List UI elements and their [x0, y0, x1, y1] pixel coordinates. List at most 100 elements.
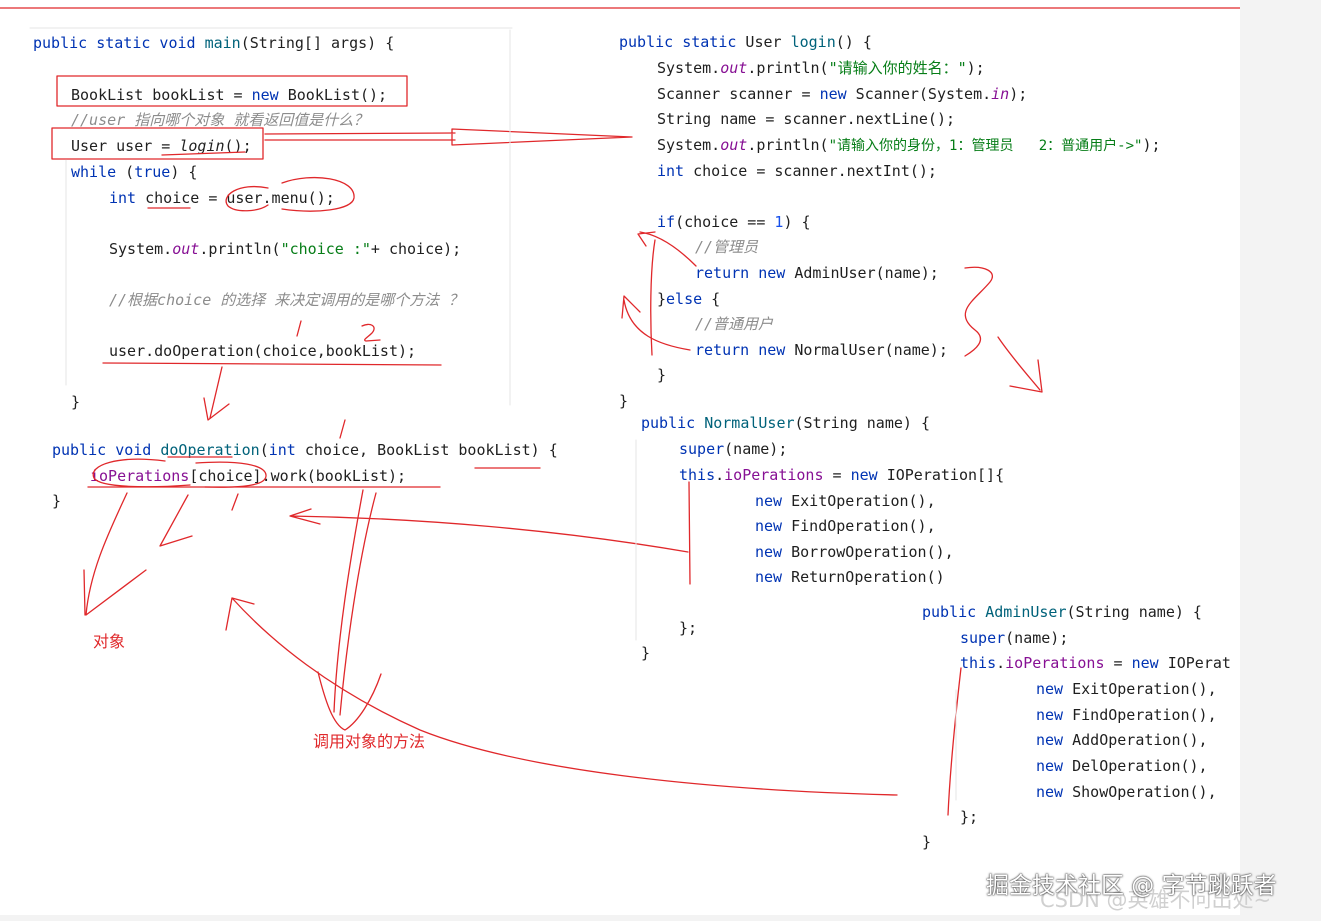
field: out — [172, 240, 200, 258]
code: (name); — [1005, 629, 1069, 647]
code: User — [736, 33, 791, 51]
kw: return new — [695, 341, 786, 359]
code: (choice == — [675, 213, 775, 231]
kw: new — [755, 568, 783, 586]
if-bracket — [650, 239, 656, 356]
number: 1 — [774, 213, 784, 231]
code: choice = user.menu(); — [136, 189, 335, 207]
kw: public — [641, 414, 696, 432]
code: choice, BookList bookList) { — [295, 441, 558, 459]
string: "choice :" — [280, 240, 371, 258]
object-arrow-stem — [83, 569, 86, 616]
normaluser-this-line: this.ioPerations = new IOPeration[]{ — [679, 465, 1004, 485]
code: = — [1104, 654, 1132, 672]
code: } — [657, 290, 667, 308]
adminuser-this-line: this.ioPerations = new IOPerat — [960, 653, 1240, 673]
object-label: 对象 — [93, 632, 126, 651]
adminuser-super: super(name); — [960, 628, 1068, 648]
code: (String name) { — [794, 414, 930, 432]
code: IOPeration[]{ — [877, 466, 1005, 484]
code: (String[] args) { — [240, 34, 395, 52]
code: BorrowOperation(), — [782, 543, 954, 561]
normal-array-bracket — [688, 481, 691, 585]
adminuser-array-close: }; — [960, 808, 979, 826]
normaluser-close-brace: } — [641, 644, 651, 662]
code: (); — [224, 137, 252, 155]
normaluser-item: new ExitOperation(), — [755, 491, 936, 511]
normal-array-arrow — [289, 508, 689, 553]
code: ); — [1009, 85, 1028, 103]
kw: new — [1036, 680, 1064, 698]
code: .println( — [199, 240, 281, 258]
kw: new — [1036, 757, 1064, 775]
code: { — [702, 290, 721, 308]
kw: if — [657, 213, 676, 231]
code: ) { — [170, 163, 198, 181]
user-comment: //user 指向哪个对象 就看返回值是什么？ — [71, 111, 369, 129]
kw: public static void — [33, 34, 196, 52]
string: "请输入你的姓名：" — [828, 59, 967, 77]
dooperation-call: user.doOperation(choice,bookList); — [109, 342, 417, 360]
login-call: login — [179, 137, 225, 155]
method-arrow-head — [317, 671, 382, 731]
code: NormalUser(name); — [785, 341, 948, 359]
code: System. — [657, 59, 721, 77]
kw: new — [1036, 731, 1064, 749]
dooperation-underline — [102, 362, 442, 366]
code: ReturnOperation() — [782, 568, 945, 586]
code: + choice); — [370, 240, 462, 258]
csdn-watermark: CSDN @英雄不问出处~ — [1040, 888, 1272, 912]
name-line: String name = scanner.nextLine(); — [657, 110, 956, 128]
field: ioPerations — [90, 467, 190, 485]
normaluser-item: new FindOperation(), — [755, 516, 936, 536]
code: DelOperation(), — [1063, 757, 1208, 775]
kw: new — [1036, 783, 1064, 801]
juejin-watermark: 掘金技术社区 @ 字节跳跃者 — [986, 873, 1277, 899]
adminuser-item: new AddOperation(), — [1036, 730, 1208, 750]
print-name-line: System.out.println("请输入你的姓名："); — [657, 58, 985, 78]
booklist-line: BookList bookList = new BookList(); — [71, 85, 387, 105]
while-close-brace: } — [71, 393, 81, 411]
kw: super — [960, 629, 1006, 647]
method-arrow-1 — [339, 492, 377, 716]
code: IOPerat — [1158, 654, 1231, 672]
normaluser-item: new ReturnOperation() — [755, 567, 945, 587]
call-method-label: 调用对象的方法 — [313, 732, 426, 751]
constructor-name: AdminUser — [985, 603, 1067, 621]
code: FindOperation(), — [1063, 706, 1217, 724]
kw: new — [755, 492, 783, 510]
kw: new — [850, 466, 878, 484]
kw: new — [1036, 706, 1064, 724]
code: .println( — [747, 136, 829, 154]
while-line: while (true) { — [71, 162, 197, 182]
code: . — [715, 466, 725, 484]
print-line: System.out.println("choice :"+ choice); — [109, 239, 461, 259]
kw: return new — [695, 264, 786, 282]
field: in — [991, 85, 1010, 103]
code: ) { — [783, 213, 811, 231]
code: = — [823, 466, 851, 484]
kw: new — [251, 86, 279, 104]
method-name: main — [204, 34, 241, 52]
normaluser-item: new BorrowOperation(), — [755, 542, 954, 562]
choice-comment: //根据choice 的选择 来决定调用的是哪个方法 ？ — [109, 291, 464, 309]
code: [choice].work(bookList); — [189, 467, 407, 485]
kw: new — [755, 517, 783, 535]
kw: int — [657, 162, 685, 180]
mark-1-stroke — [296, 320, 302, 337]
kw: int — [268, 441, 296, 459]
code: FindOperation(), — [782, 517, 936, 535]
kw: new — [1131, 654, 1159, 672]
kw: this — [679, 466, 716, 484]
admin-comment: //管理员 — [695, 238, 759, 256]
code: Scanner scanner = — [657, 85, 820, 103]
return-right-arrow — [997, 336, 1043, 393]
adminuser-item: new ExitOperation(), — [1036, 679, 1217, 699]
object-arrow-2 — [159, 494, 193, 547]
code: BookList bookList = — [71, 86, 252, 104]
kw: this — [960, 654, 997, 672]
adminuser-item: new FindOperation(), — [1036, 705, 1217, 725]
normaluser-super: super(name); — [679, 439, 787, 459]
code: System. — [109, 240, 173, 258]
login-signature: public static User login() { — [619, 32, 872, 52]
